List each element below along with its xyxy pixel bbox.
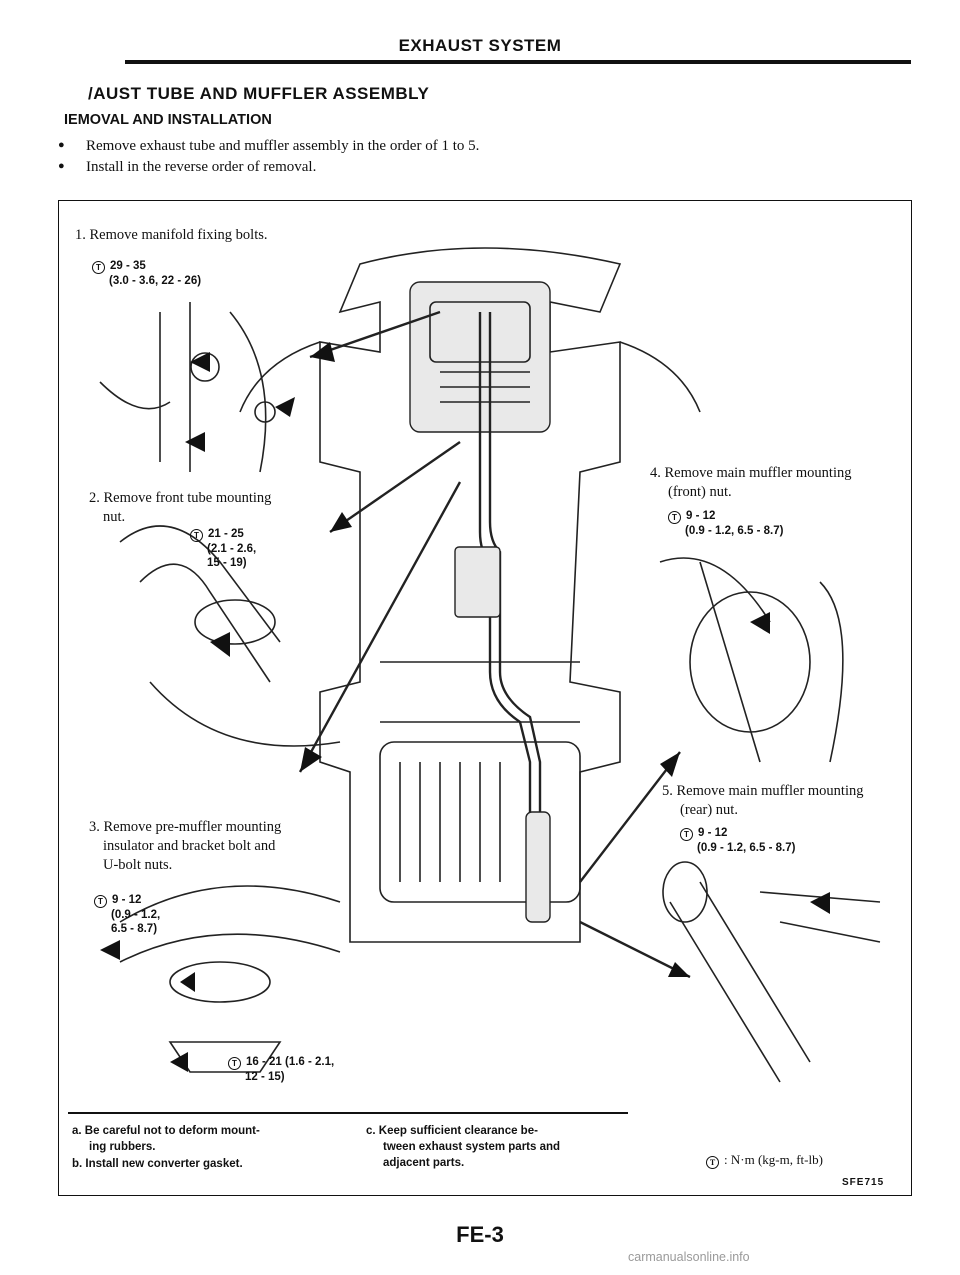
step-1-label: 1. Remove manifold fixing bolts. (75, 227, 268, 243)
torque-icon: T (228, 1057, 241, 1070)
detail-main-muffler-rear (662, 861, 881, 1083)
instruction-list: Remove exhaust tube and muffler assembly… (58, 135, 479, 178)
pointer-arrows (298, 310, 691, 979)
step-4-label: 4. Remove main muffler mounting (front) … (650, 465, 852, 500)
torque-icon: T (94, 895, 107, 908)
figure-code: SFE715 (842, 1177, 885, 1188)
instruction-item: Remove exhaust tube and muffler assembly… (58, 135, 479, 157)
detail-front-tube (119, 525, 341, 747)
exhaust-pipe (454, 312, 551, 923)
step-3-label: 3. Remove pre-muffler mounting insulator… (89, 819, 282, 873)
header-rule (125, 60, 911, 64)
subsection-title: IEMOVAL AND INSTALLATION (64, 112, 272, 128)
torque-icon: T (680, 828, 693, 841)
figure-frame (58, 200, 912, 1196)
notes-rule (68, 1112, 628, 1114)
torque-icon: T (668, 511, 681, 524)
pre-muffler (454, 546, 501, 618)
section-title: /AUST TUBE AND MUFFLER ASSEMBLY (88, 84, 430, 103)
note-a: a. Be careful not to deform mount- ing r… (72, 1125, 260, 1153)
torque-icon: T (190, 529, 203, 542)
exhaust-system-illustration (99, 247, 881, 1083)
note-c: c. Keep sufficient clearance be- tween e… (366, 1125, 561, 1169)
detail-manifold-bolts (99, 302, 295, 473)
instruction-item: Install in the reverse order of removal. (58, 156, 479, 178)
main-muffler (525, 811, 551, 923)
watermark: carmanualsonline.info (628, 1250, 750, 1264)
step-5-label: 5. Remove main muffler mounting (rear) n… (662, 783, 864, 818)
note-b: b. Install new converter gasket. (72, 1158, 243, 1170)
step-2-label: 2. Remove front tube mounting nut. (89, 490, 272, 525)
detail-main-muffler-front (659, 557, 844, 763)
torque-icon: T (706, 1156, 719, 1169)
torque-icon: T (92, 261, 105, 274)
header-title: EXHAUST SYSTEM (398, 36, 562, 55)
page-number: FE-3 (456, 1222, 504, 1247)
torque-unit-legend: T: N·m (kg-m, ft-lb) (706, 1152, 823, 1169)
detail-pre-muffler-bracket (100, 885, 341, 1073)
